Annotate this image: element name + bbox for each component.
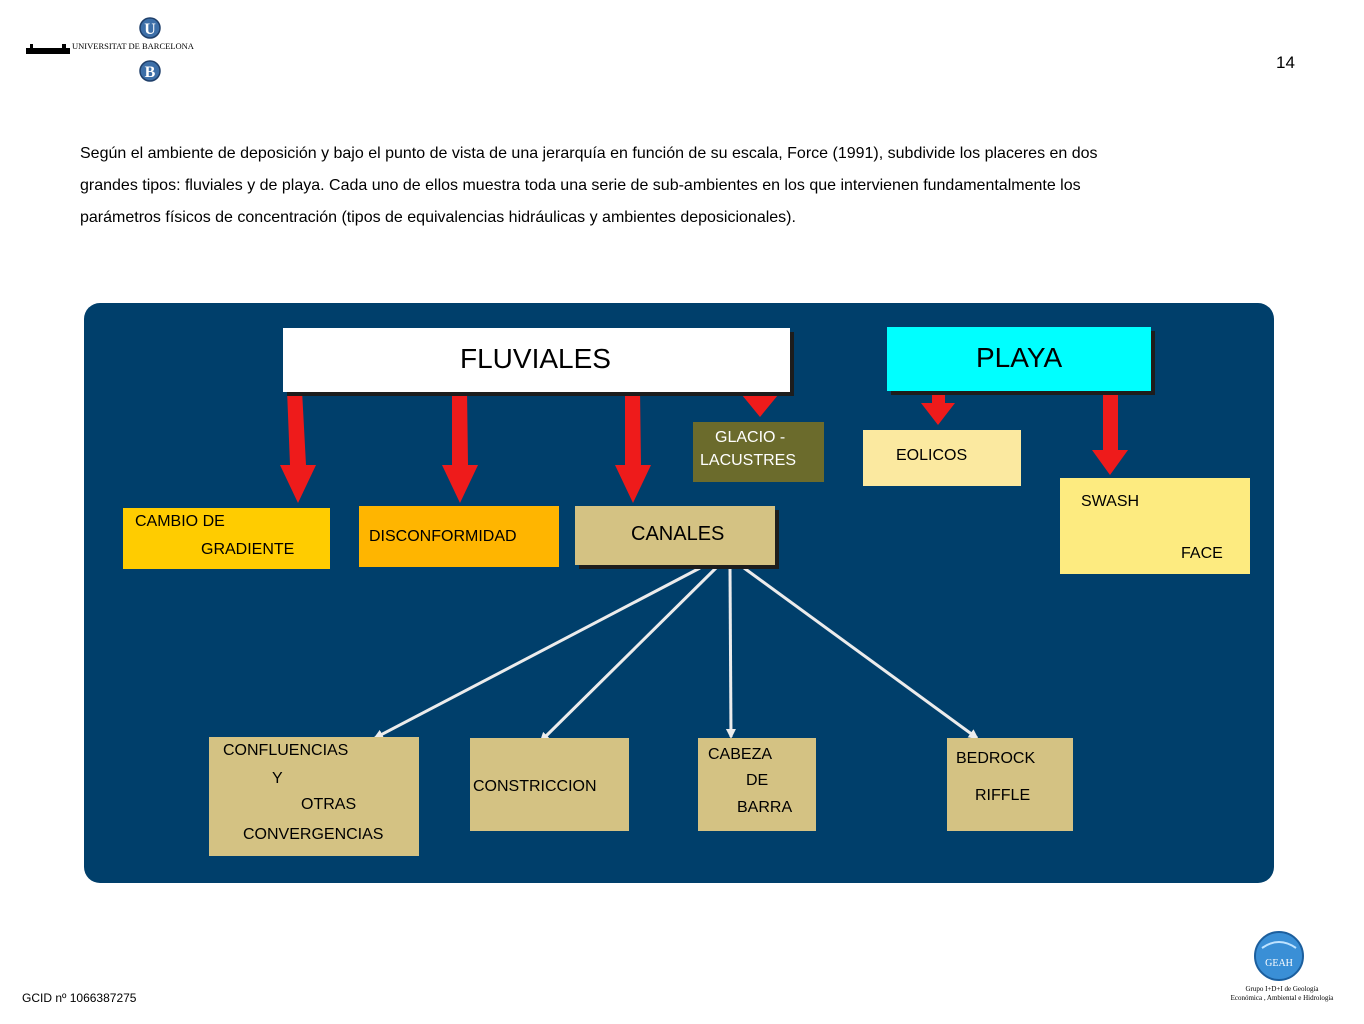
- swash-face-box: SWASH FACE: [1060, 478, 1250, 574]
- glacio-line-1: GLACIO -: [715, 429, 786, 446]
- intro-line-2: grandes tipos: fluviales y de playa. Cad…: [80, 177, 1081, 194]
- canales-label: CANALES: [631, 523, 725, 545]
- arrow-to-disconformidad: [442, 390, 478, 503]
- confluencias-line-4: CONVERGENCIAS: [243, 826, 384, 843]
- cabeza-line-3: BARRA: [737, 799, 793, 816]
- confluencias-line-1: CONFLUENCIAS: [223, 742, 349, 759]
- cabeza-line-2: DE: [746, 772, 769, 789]
- white-arrows: [373, 566, 979, 743]
- cabeza-line-1: CABEZA: [708, 746, 773, 763]
- constriccion-box: CONSTRICCION: [470, 738, 629, 831]
- bedrock-riffle-box: BEDROCK RIFFLE: [947, 738, 1073, 831]
- confluencias-line-2: Y: [272, 770, 283, 787]
- gcid-number: GCID nº 1066387275: [22, 991, 137, 1005]
- group-line-2: Económica , Ambiental e Hidrología: [1230, 994, 1334, 1002]
- glacio-lacustres-box: GLACIO - LACUSTRES: [693, 422, 824, 482]
- intro-line-3: parámetros físicos de concentración (tip…: [80, 209, 796, 226]
- svg-text:GEAH: GEAH: [1265, 958, 1293, 969]
- arrow-to-cambio: [280, 390, 316, 503]
- fluviales-box: FLUVIALES: [283, 328, 790, 392]
- arrow-to-swash: [1092, 391, 1128, 475]
- arrow-to-eolicos: [921, 391, 955, 425]
- logo-circle-b: [139, 60, 161, 82]
- svg-text:B: B: [145, 64, 156, 81]
- disconformidad-box: DISCONFORMIDAD: [359, 506, 559, 567]
- playa-label: PLAYA: [976, 342, 1063, 373]
- face-label: FACE: [1181, 545, 1223, 562]
- geah-logo: GEAH: [1214, 928, 1350, 1008]
- disconformidad-label: DISCONFORMIDAD: [369, 528, 517, 545]
- bedrock-label: BEDROCK: [956, 750, 1036, 767]
- arrow-to-canales: [615, 390, 651, 503]
- page-number: 14: [1276, 53, 1295, 72]
- eolicos-label: EOLICOS: [896, 447, 968, 464]
- red-arrows: [280, 383, 1128, 503]
- globe-icon: [1254, 931, 1304, 981]
- arrow-to-confluencias: [373, 566, 701, 740]
- glacio-line-2: LACUSTRES: [700, 452, 797, 469]
- canales-box: CANALES: [575, 506, 775, 565]
- playa-box: PLAYA: [887, 327, 1151, 391]
- confluencias-box: CONFLUENCIAS Y OTRAS CONVERGENCIAS: [209, 737, 419, 856]
- svg-text:U: U: [144, 21, 156, 38]
- swash-label: SWASH: [1081, 493, 1140, 510]
- logo-circle-u: [139, 17, 161, 39]
- arrow-to-bedrock: [743, 566, 979, 740]
- riffle-label: RIFFLE: [975, 787, 1031, 804]
- building-icon: [26, 44, 70, 54]
- arrow-to-cabeza: [725, 567, 736, 739]
- constriccion-label: CONSTRICCION: [473, 778, 597, 795]
- confluencias-line-3: OTRAS: [301, 796, 357, 813]
- cambio-gradiente-box: CAMBIO DE GRADIENTE: [123, 508, 330, 569]
- intro-line-1: Según el ambiente de deposición y bajo e…: [80, 145, 1098, 162]
- university-logo: U B UNIVERSITAT DE BARCELONA: [22, 14, 222, 86]
- cambio-line-2: GRADIENTE: [201, 541, 295, 558]
- group-line-1: Grupo I+D+I de Geología: [1245, 985, 1319, 993]
- university-name: UNIVERSITAT DE BARCELONA: [72, 41, 195, 51]
- fluviales-label: FLUVIALES: [460, 343, 611, 374]
- arrow-to-constriccion: [539, 566, 718, 743]
- intro-paragraph: Según el ambiente de deposición y bajo e…: [80, 138, 1300, 234]
- cabeza-barra-box: CABEZA DE BARRA: [698, 738, 816, 831]
- eolicos-box: EOLICOS: [863, 430, 1021, 486]
- arrow-to-glacio: [742, 383, 778, 417]
- cambio-line-1: CAMBIO DE: [135, 513, 225, 530]
